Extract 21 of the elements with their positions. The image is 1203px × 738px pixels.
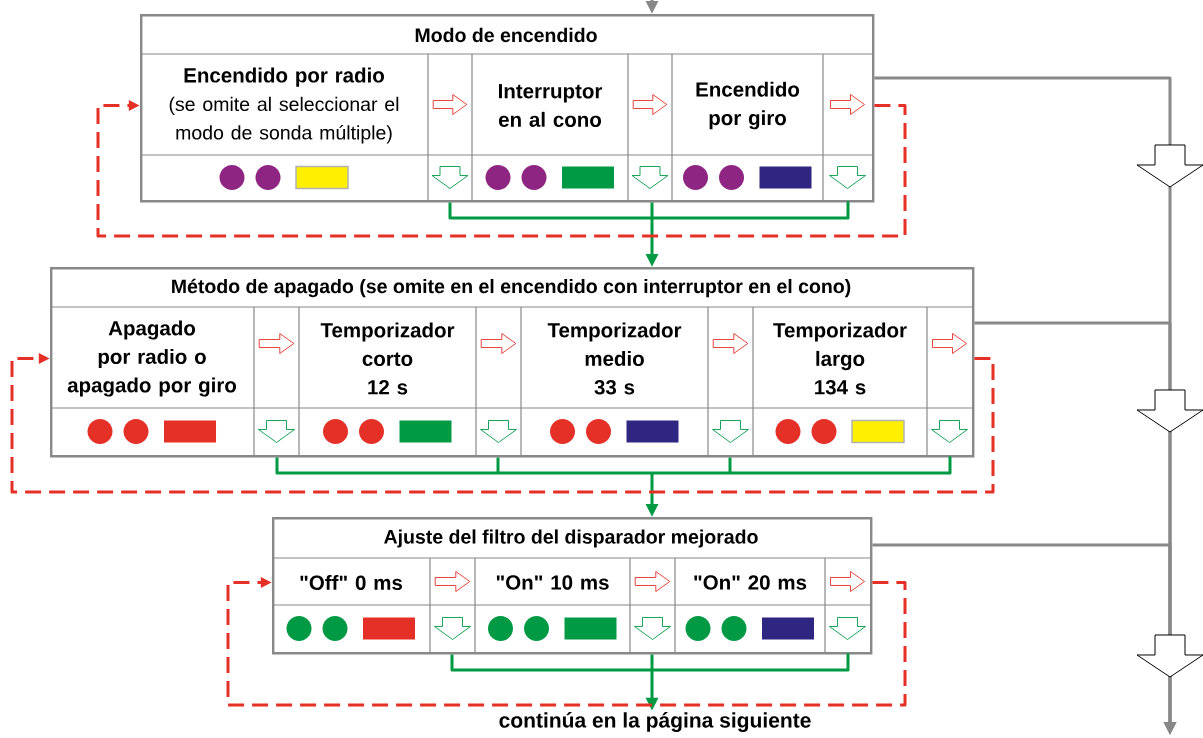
- option-label: Temporizador corto 12 s: [320, 322, 455, 395]
- loop-arrow: [10, 353, 995, 494]
- option-label: Encendido por radio (se omite al seleccionar el modo de sonda múltiple): [169, 67, 399, 144]
- block-arrow: [432, 94, 468, 115]
- block-arrow: [480, 333, 517, 354]
- block-arrow: [712, 333, 749, 354]
- option-label: Apagado por radio o apagado por giro: [67, 320, 237, 397]
- option-label: Encendido por giro: [696, 81, 800, 130]
- option-label: "On" 20 ms: [694, 575, 807, 590]
- option-label: Temporizador medio 33 s: [547, 322, 682, 395]
- continuation-note: continúa en la página siguiente: [499, 712, 811, 732]
- block-arrow: [258, 333, 295, 354]
- option-label: "On" 10 ms: [496, 575, 609, 590]
- option-label: Interruptor en al cono: [499, 84, 603, 127]
- loop-arrow: [226, 577, 907, 707]
- block-arrow: [434, 571, 471, 592]
- option-label: "Off" 0 ms: [300, 574, 402, 591]
- block-arrow: [632, 94, 668, 115]
- option-label: Temporizador largo 134 s: [773, 322, 907, 395]
- block-arrow: [634, 571, 671, 592]
- loop-arrow: [96, 100, 907, 238]
